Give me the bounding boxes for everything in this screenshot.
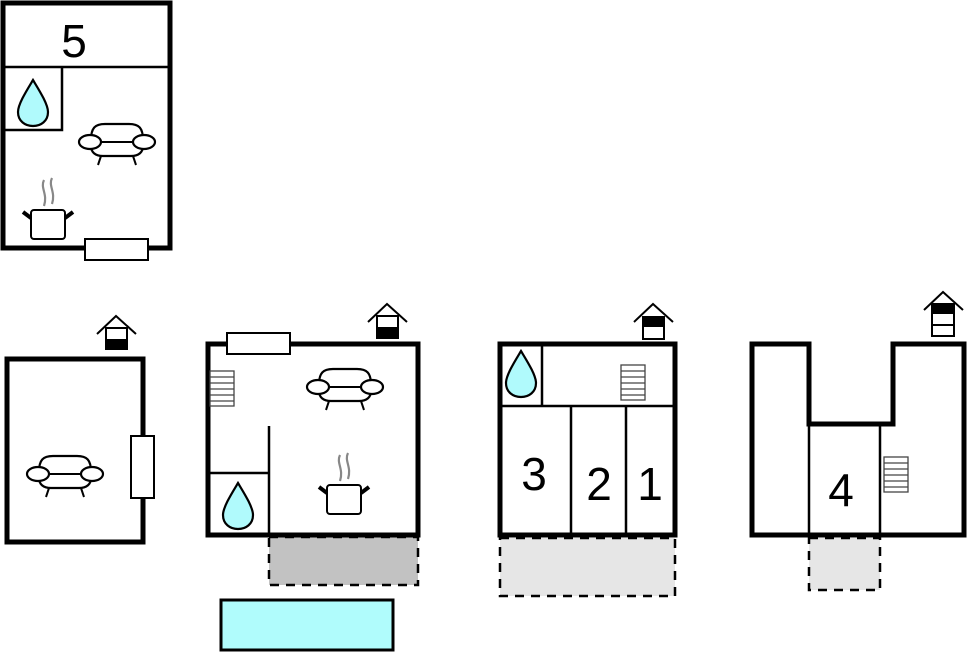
stairs-icon (620, 364, 646, 401)
window-icon (130, 435, 155, 499)
window-icon (84, 238, 149, 261)
floor-level-house-icon (96, 314, 137, 350)
block-bedrooms: 3 2 1 (497, 302, 678, 598)
stairs-icon (883, 456, 909, 493)
kitchen-pot-icon (21, 176, 75, 241)
sofa-icon (77, 122, 157, 167)
sofa-icon (25, 454, 105, 499)
room-number-2: 2 (586, 458, 612, 510)
bathroom-drop-icon (221, 481, 255, 531)
open-terrace (807, 536, 882, 592)
block-u-shaped: 4 (749, 290, 967, 592)
open-terrace (498, 536, 677, 598)
sofa-icon (305, 367, 385, 412)
bathroom-drop-icon (16, 78, 50, 128)
window-icon (226, 332, 291, 355)
block-room-5: 5 (0, 0, 173, 261)
block-main-ground (205, 302, 421, 587)
room-number-3: 3 (521, 448, 547, 500)
outer-wall (205, 341, 421, 538)
bathroom-drop-icon (504, 349, 538, 399)
covered-terrace (267, 535, 420, 587)
floor-level-house-icon (633, 302, 674, 340)
kitchen-pot-icon (317, 451, 371, 516)
floor-level-house-icon (923, 290, 964, 337)
room-number-1: 1 (637, 458, 663, 510)
room-number-4: 4 (828, 464, 854, 516)
bathroom-wall (3, 67, 64, 132)
outer-wall (497, 341, 678, 538)
outer-wall (749, 341, 967, 538)
stairs-icon (209, 370, 235, 407)
pool (219, 598, 395, 652)
block-annex (4, 314, 155, 545)
outer-wall (4, 356, 146, 545)
room-number-5: 5 (61, 15, 87, 67)
floor-level-house-icon (367, 302, 408, 339)
